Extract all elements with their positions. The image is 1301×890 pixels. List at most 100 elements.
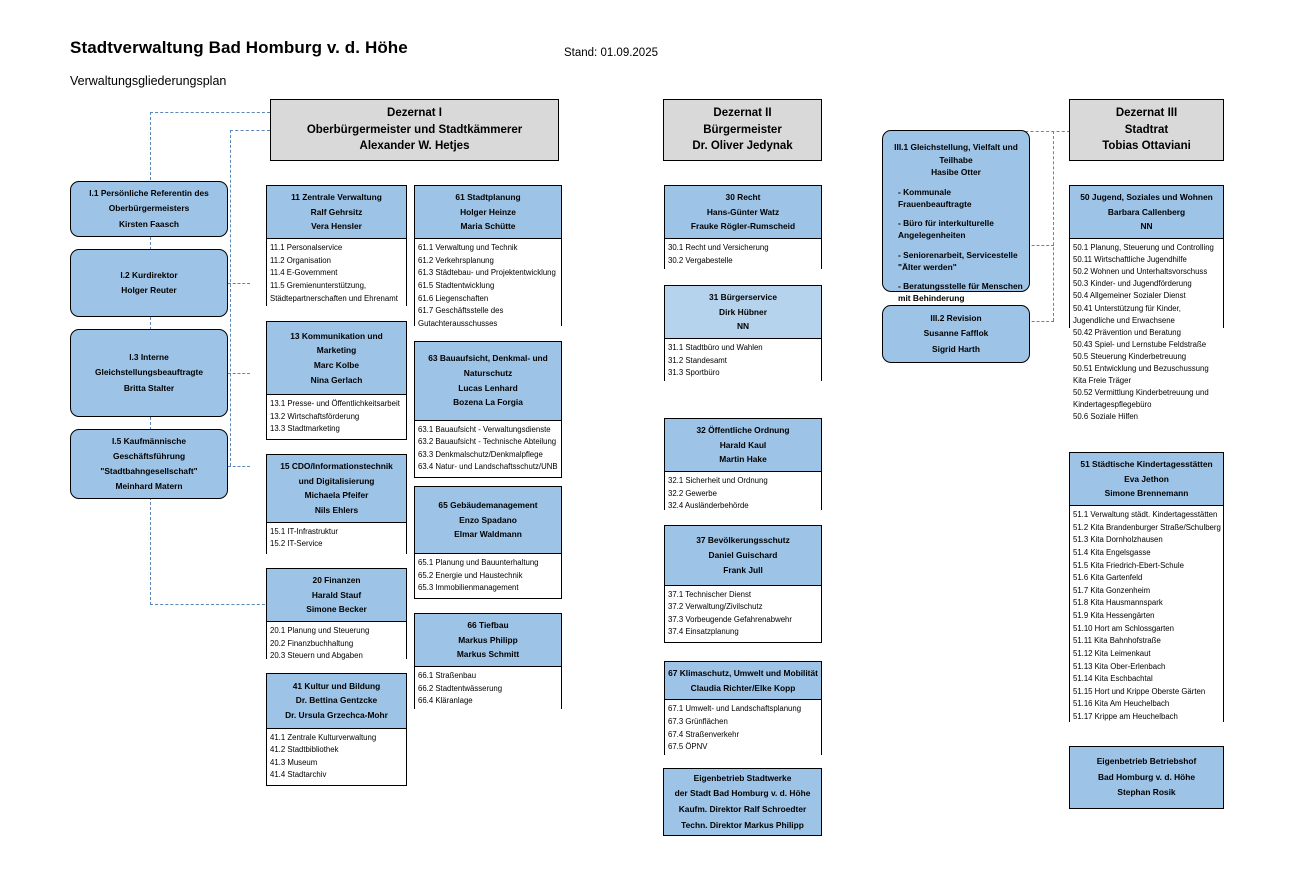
unit-item[interactable]: 31.2 Standesamt [668, 355, 727, 365]
unit-item[interactable]: 51.12 Kita Leimenkaut [1073, 648, 1151, 658]
unit-item[interactable]: 66.2 Stadtentwässerung [418, 683, 503, 693]
unit-item[interactable]: 13.1 Presse- und Öffentlichkeitsarbeit [270, 399, 400, 409]
unit-item[interactable]: 15.1 IT-Infrastruktur [270, 526, 339, 536]
unit-item[interactable]: 61.1 Verwaltung und Technik [418, 243, 518, 253]
unit-item[interactable]: 51.17 Krippe am Heuchelbach [1073, 712, 1178, 722]
unit-item[interactable]: 61.6 Liegenschaften [418, 293, 489, 303]
unit-item[interactable]: 50.52 Vermittlung Kinderbetreuung und [1073, 388, 1209, 398]
eigenbetrieb-betriebshof-box[interactable]: Eigenbetrieb Betriebshof Bad Homburg v. … [1069, 746, 1224, 809]
unit-item[interactable]: 41.3 Museum [270, 757, 318, 767]
revision-box[interactable]: III.2 Revision Susanne Fafflok Sigrid Ha… [882, 305, 1030, 363]
unit-item[interactable]: 11.1 Personalservice [270, 243, 343, 253]
unit-item[interactable]: 30.2 Vergabestelle [668, 255, 733, 265]
unit-item[interactable]: 67.3 Grünflächen [668, 717, 728, 727]
unit-item[interactable]: 67.4 Straßenverkehr [668, 729, 740, 739]
unit-item[interactable]: 51.16 Kita Am Heuchelbach [1073, 699, 1170, 709]
unit-item[interactable]: 41.2 Stadtbibliothek [270, 745, 339, 755]
unit-item[interactable]: 63.3 Denkmalschutz/Denkmalpflege [418, 449, 543, 459]
unit-item[interactable]: 51.15 Hort und Krippe Oberste Gärten [1073, 686, 1206, 696]
unit-item[interactable]: 65.2 Energie und Haustechnik [418, 570, 523, 580]
unit-item[interactable]: 50.11 Wirtschaftliche Jugendhilfe [1073, 255, 1187, 265]
unit-item[interactable]: 32.1 Sicherheit und Ordnung [668, 476, 768, 486]
unit-item[interactable]: 61.7 Geschäftsstelle des [418, 306, 504, 316]
unit-item[interactable]: 11.2 Organisation [270, 255, 331, 265]
unit-item[interactable]: Städtepartnerschaften und Ehrenamt [270, 293, 398, 303]
unit-item[interactable]: 20.1 Planung und Steuerung [270, 626, 370, 636]
unit-item[interactable]: 37.2 Verwaltung/Zivilschutz [668, 602, 763, 612]
unit-item[interactable]: 50.42 Prävention und Beratung [1073, 327, 1181, 337]
unit-item[interactable]: 66.1 Straßenbau [418, 671, 477, 681]
unit-item[interactable]: 61.5 Stadtentwicklung [418, 280, 495, 290]
unit-item[interactable]: 51.6 Kita Gartenfeld [1073, 573, 1143, 583]
unit-item[interactable]: 13.2 Wirtschaftsförderung [270, 411, 360, 421]
unit-item[interactable]: 20.2 Finanzbuchhaltung [270, 638, 354, 648]
unit-item[interactable]: 32.4 Ausländerbehörde [668, 501, 749, 511]
unit-item[interactable]: 51.1 Verwaltung städt. Kindertagesstätte… [1073, 510, 1218, 520]
dezernat-1-box[interactable]: Dezernat I Oberbürgermeister und Stadtkä… [270, 99, 559, 161]
unit-item[interactable]: 50.5 Steuerung Kinderbetreuung [1073, 351, 1187, 361]
unit-item[interactable]: 50.4 Allgemeiner Sozialer Dienst [1073, 291, 1186, 301]
unit-item[interactable]: 51.5 Kita Friedrich-Ebert-Schule [1073, 560, 1184, 570]
unit-item[interactable]: 50.41 Unterstützung für Kinder, [1073, 303, 1181, 313]
unit-item[interactable]: 11.4 E-Government [270, 268, 338, 278]
unit-item[interactable]: 30.1 Recht und Versicherung [668, 243, 769, 253]
unit-item[interactable]: 61.3 Städtebau- und Projektentwicklung [418, 268, 556, 278]
unit-item[interactable]: Kita Freie Träger [1073, 375, 1132, 385]
unit-item[interactable]: 37.3 Vorbeugende Gefahrenabwehr [668, 614, 792, 624]
unit-item[interactable]: 20.3 Steuern und Abgaben [270, 651, 363, 661]
unit-item[interactable]: 50.3 Kinder- und Jugendförderung [1073, 279, 1192, 289]
unit-item[interactable]: 63.1 Bauaufsicht - Verwaltungsdienste [418, 424, 551, 434]
unit-item[interactable]: 31.1 Stadtbüro und Wahlen [668, 343, 763, 353]
dezernat-2-box[interactable]: Dezernat II Bürgermeister Dr. Oliver Jed… [663, 99, 822, 161]
unit-item[interactable]: Gutachterausschusses [418, 318, 498, 328]
unit-item[interactable]: 31.3 Sportbüro [668, 368, 720, 378]
unit-item[interactable]: 37.4 Einsatzplanung [668, 627, 739, 637]
unit-item[interactable]: 50.1 Planung, Steuerung und Controlling [1073, 243, 1214, 253]
unit-item[interactable]: 11.5 Gremienunterstützung, [270, 280, 367, 290]
unit-item[interactable]: 13.3 Stadtmarketing [270, 424, 340, 434]
unit-item[interactable]: 51.4 Kita Engelsgasse [1073, 547, 1151, 557]
staff-box-4[interactable]: I.5 Kaufmännische Geschäftsführung"Stadt… [70, 429, 228, 499]
unit-item[interactable]: Jugendliche und Erwachsene [1073, 315, 1175, 325]
unit-item[interactable]: 63.4 Natur- und Landschaftsschutz/UNB [418, 462, 558, 472]
unit-item[interactable]: 41.1 Zentrale Kulturverwaltung [270, 732, 377, 742]
unit-item[interactable]: 51.7 Kita Gonzenheim [1073, 585, 1151, 595]
unit-item[interactable]: 51.3 Kita Dornholzhausen [1073, 535, 1163, 545]
dezernat-3-box[interactable]: Dezernat III Stadtrat Tobias Ottaviani [1069, 99, 1224, 161]
unit-item[interactable]: 63.2 Bauaufsicht - Technische Abteilung [418, 437, 557, 447]
unit-item[interactable]: 50.2 Wohnen und Unterhaltsvorschuss [1073, 267, 1208, 277]
unit-item[interactable]: 50.43 Spiel- und Lernstube Feldstraße [1073, 339, 1207, 349]
unit-item[interactable]: 37.1 Technischer Dienst [668, 589, 752, 599]
unit-item[interactable]: 50.51 Entwicklung und Bezuschussung [1073, 363, 1209, 373]
unit-item[interactable]: 51.8 Kita Hausmannspark [1073, 598, 1163, 608]
unit-item[interactable]: 65.3 Immobilienmanagement [418, 583, 519, 593]
unit-item[interactable]: 51.2 Kita Brandenburger Straße/Schulberg [1073, 522, 1221, 532]
unit-item[interactable]: 67.1 Umwelt- und Landschaftsplanung [668, 704, 802, 714]
unit-item[interactable]: 65.1 Planung und Bauunterhaltung [418, 558, 539, 568]
eigenbetrieb-stadtwerke-box[interactable]: Eigenbetrieb Stadtwerke der Stadt Bad Ho… [663, 768, 822, 836]
unit-item[interactable]: 51.10 Hort am Schlossgarten [1073, 623, 1174, 633]
unit-item[interactable]: 61.2 Verkehrsplanung [418, 255, 494, 265]
unit-item[interactable]: 51.13 Kita Ober-Erlenbach [1073, 661, 1166, 671]
unit-item[interactable]: 50.6 Soziale Hilfen [1073, 412, 1139, 422]
unit-item[interactable]: 51.14 Kita Eschbachtal [1073, 674, 1153, 684]
